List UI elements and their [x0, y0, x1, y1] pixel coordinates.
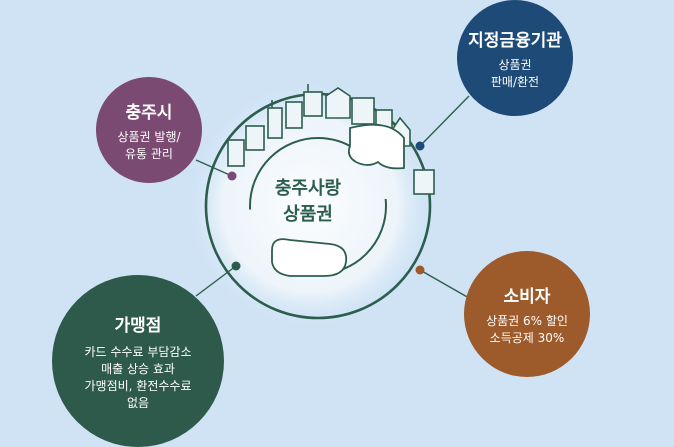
node-merchant-line-3: 가맹점비, 환전수수료 — [84, 378, 192, 393]
node-city: 충주시 상품권 발행/ 유통 관리 — [96, 77, 202, 183]
center-label-line-1: 충주사랑 — [274, 178, 342, 199]
node-financial-line-2: 판매/환전 — [490, 74, 540, 89]
node-merchant-title: 가맹점 — [114, 315, 162, 336]
center-label-line-2: 상품권 — [283, 204, 333, 225]
connector-dot-city — [227, 171, 237, 181]
city-skyline-icon — [227, 84, 435, 195]
connector-dot-consumer — [415, 265, 425, 275]
node-merchant-line-1: 카드 수수료 부담감소 — [84, 344, 192, 359]
node-financial-title: 지정금융기관 — [468, 30, 562, 51]
node-city-line-1: 상품권 발행/ — [117, 129, 181, 144]
center-label: 충주사랑 상품권 — [258, 176, 358, 228]
diagram: 충주사랑 상품권 충주시 상품권 발행/ 유통 관리 지정금융기관 상품권 판매… — [52, 0, 590, 447]
connector-financial — [419, 95, 470, 147]
node-financial-institution: 지정금융기관 상품권 판매/환전 — [457, 0, 573, 116]
connector-merchant — [195, 265, 237, 297]
hand-icon — [271, 123, 405, 277]
node-financial-line-1: 상품권 — [498, 57, 532, 72]
node-merchant-line-4: 없음 — [126, 395, 150, 410]
node-consumer-title: 소비자 — [503, 286, 551, 307]
connector-dot-financial — [415, 141, 425, 151]
node-merchant: 가맹점 카드 수수료 부담감소 매출 상승 효과 가맹점비, 환전수수료 없음 — [52, 275, 224, 447]
diagram-graphics — [185, 80, 477, 330]
node-merchant-line-2: 매출 상승 효과 — [101, 361, 175, 376]
connector-dot-merchant — [231, 261, 241, 271]
node-consumer-line-1: 상품권 6% 할인 — [486, 313, 568, 328]
node-city-line-2: 유통 관리 — [125, 146, 173, 161]
node-consumer-line-2: 소득공제 30% — [489, 330, 565, 345]
node-consumer: 소비자 상품권 6% 할인 소득공제 30% — [464, 251, 590, 377]
node-city-title: 충주시 — [125, 102, 173, 123]
